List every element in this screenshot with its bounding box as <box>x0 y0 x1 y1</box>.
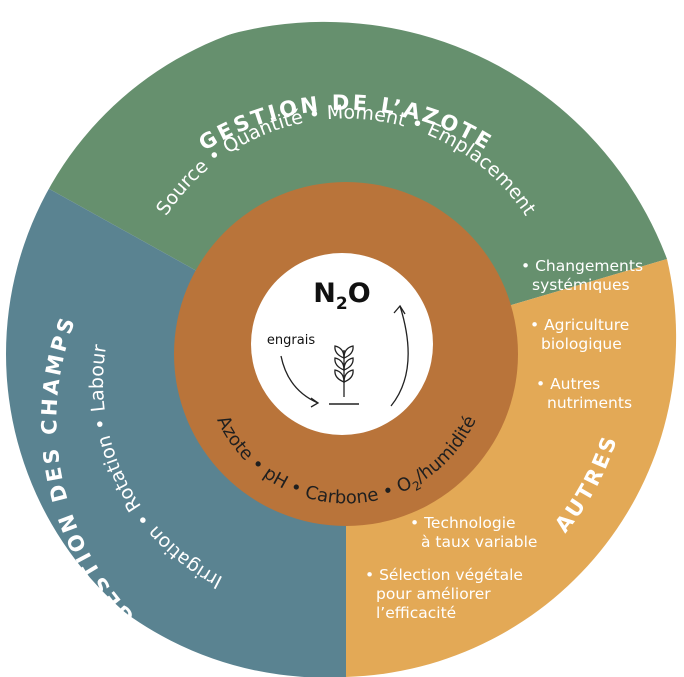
fertilizer-label: engrais <box>267 333 315 348</box>
bullet-line: • Sélection végétale <box>365 566 523 584</box>
field-management-sector <box>0 176 346 677</box>
bullet-line: • Agriculture <box>530 316 629 334</box>
bullet-line: • Autres <box>536 375 600 393</box>
bullet-line: biologique <box>541 335 622 353</box>
bullet-line: systémiques <box>532 276 630 294</box>
center-circle <box>251 253 433 435</box>
bullet-line: à taux variable <box>421 533 537 551</box>
bullet-line: nutriments <box>547 394 632 412</box>
bullet-line: pour améliorer <box>376 585 491 603</box>
wheat-plant-icon <box>329 345 359 405</box>
bullet-line: • Changements <box>521 257 643 275</box>
n2o-label: N2O <box>313 278 370 314</box>
bullet-line: • Technologie <box>410 514 516 532</box>
emission-arrow-icon <box>390 304 409 407</box>
bullet-line: l’efficacité <box>376 604 456 622</box>
fertilizer-arrow-icon <box>280 355 320 408</box>
